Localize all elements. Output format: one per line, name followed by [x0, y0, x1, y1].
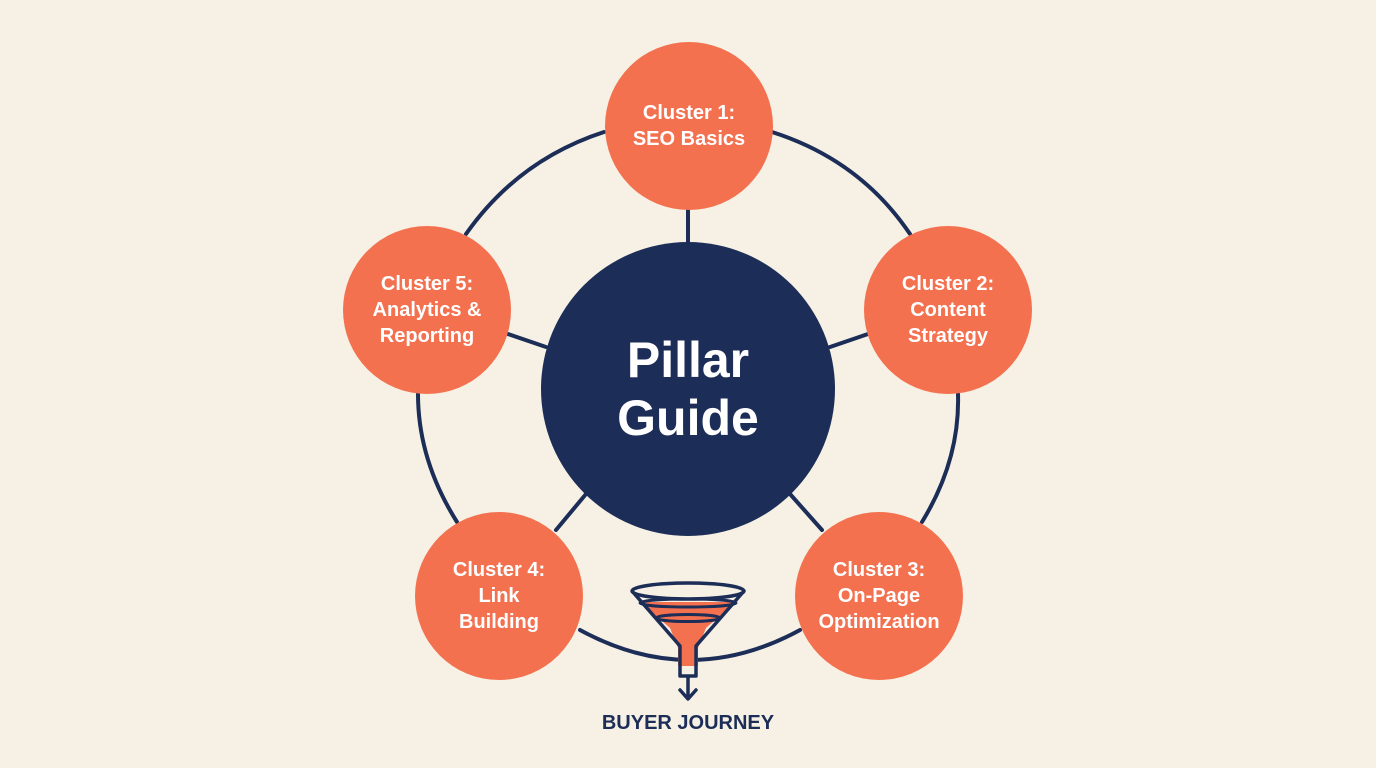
buyer-journey-label: BUYER JOURNEY: [601, 712, 775, 734]
ring-arc-4-5: [416, 392, 459, 524]
funnel-icon: [630, 581, 746, 701]
cluster-3-label-line2: On-Page: [837, 585, 921, 607]
cluster-4-label-line2: Link: [478, 585, 520, 607]
cluster-1-label-line2: SEO Basics: [632, 128, 746, 150]
cluster-2-label-line3: Strategy: [907, 325, 989, 347]
spoke-5: [506, 332, 548, 349]
cluster-2-node: Cluster 2: Content Strategy: [864, 226, 1032, 394]
cluster-3-label-line3: Optimization: [818, 611, 940, 633]
cluster-3-label-line1: Cluster 3:: [832, 559, 926, 581]
cluster-1-node: Cluster 1: SEO Basics: [605, 42, 773, 210]
cluster-4-label-line3: Building: [459, 611, 539, 633]
spoke-2: [828, 332, 870, 349]
cluster-5-label-line3: Reporting: [379, 325, 475, 347]
cluster-5-node: Cluster 5: Analytics & Reporting: [343, 226, 511, 394]
cluster-4-label-line1: Cluster 4:: [452, 559, 546, 581]
cluster-1-label-line1: Cluster 1:: [642, 102, 736, 124]
pillar-label-line1: Pillar: [626, 332, 750, 388]
cluster-5-label-line2: Analytics &: [372, 299, 482, 321]
cluster-2-label-line2: Content: [910, 299, 986, 321]
cluster-3-node: Cluster 3: On-Page Optimization: [795, 512, 963, 680]
ring-arc-2-3: [920, 392, 961, 524]
arrow-down-icon: [678, 676, 698, 701]
pillar-guide-node: Pillar Guide: [541, 242, 835, 536]
cluster-2-label-line1: Cluster 2:: [901, 273, 995, 295]
ring-arc-1-2: [770, 130, 912, 236]
cluster-5-label-line1: Cluster 5:: [380, 273, 474, 295]
ring-arc-5-1: [464, 130, 606, 236]
cluster-4-node: Cluster 4: Link Building: [415, 512, 583, 680]
spoke-4: [554, 492, 588, 532]
pillar-label-line2: Guide: [617, 390, 759, 446]
spoke-3: [788, 492, 824, 532]
